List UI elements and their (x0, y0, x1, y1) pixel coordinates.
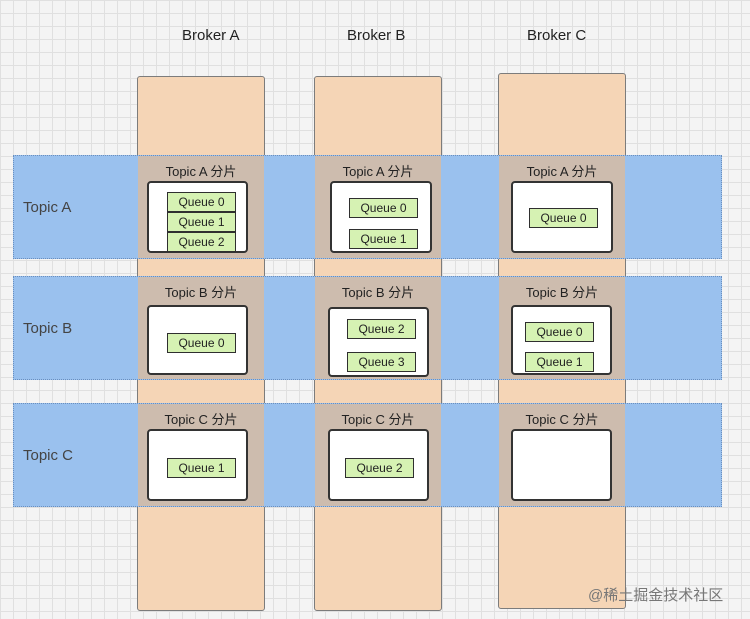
broker-a-topic-b-shard: Topic B 分片 Queue 0 (138, 277, 264, 379)
queue-item: Queue 0 (167, 333, 236, 353)
broker-a-topic-c-shard: Topic C 分片 Queue 1 (138, 404, 264, 506)
queue-item: Queue 1 (349, 229, 418, 249)
queue-container (511, 429, 612, 501)
broker-c-topic-b-shard: Topic B 分片 Queue 0 Queue 1 (499, 277, 625, 379)
broker-c-title: Broker C (527, 27, 587, 44)
queue-container: Queue 0 (147, 305, 248, 375)
queue-item: Queue 1 (167, 458, 236, 478)
shard-title: Topic C 分片 (341, 412, 415, 427)
queue-item: Queue 0 (529, 208, 598, 228)
shard-title: Topic A 分片 (165, 164, 237, 179)
shard-title: Topic B 分片 (525, 285, 599, 300)
shard-title: Topic A 分片 (342, 164, 414, 179)
broker-a-title: Broker A (182, 27, 240, 44)
queue-item: Queue 0 (525, 322, 594, 342)
queue-item: Queue 2 (347, 319, 416, 339)
topic-b-label: Topic B (23, 320, 73, 337)
broker-c-topic-c-shard: Topic C 分片 (499, 404, 625, 506)
topic-c-label: Topic C (23, 447, 74, 464)
queue-item: Queue 1 (525, 352, 594, 372)
watermark-text: @稀土掘金技术社区 (588, 587, 724, 604)
queue-item: Queue 0 (349, 198, 418, 218)
queue-item: Queue 2 (345, 458, 414, 478)
queue-item: Queue 1 (167, 212, 236, 232)
queue-container: Queue 2 Queue 3 (328, 307, 429, 377)
broker-b-topic-a-shard: Topic A 分片 Queue 0 Queue 1 (315, 156, 441, 258)
queue-container: Queue 0 Queue 1 Queue 2 (147, 181, 248, 253)
topic-a-label: Topic A (23, 199, 72, 216)
queue-container: Queue 1 (147, 429, 248, 501)
broker-b-title: Broker B (347, 27, 406, 44)
shard-title: Topic C 分片 (164, 412, 238, 427)
queue-container: Queue 0 Queue 1 (511, 305, 612, 375)
broker-b-topic-b-shard: Topic B 分片 Queue 2 Queue 3 (315, 277, 441, 379)
queue-container: Queue 2 (328, 429, 429, 501)
shard-title: Topic C 分片 (525, 412, 599, 427)
queue-container: Queue 0 Queue 1 (330, 181, 432, 253)
queue-item: Queue 2 (167, 232, 236, 252)
queue-item: Queue 3 (347, 352, 416, 372)
queue-container: Queue 0 (511, 181, 613, 253)
broker-b-topic-c-shard: Topic C 分片 Queue 2 (315, 404, 441, 506)
broker-a-topic-a-shard: Topic A 分片 Queue 0 Queue 1 Queue 2 (138, 156, 264, 258)
shard-title: Topic B 分片 (341, 285, 415, 300)
queue-item: Queue 0 (167, 192, 236, 212)
shard-title: Topic B 分片 (164, 285, 238, 300)
broker-c-topic-a-shard: Topic A 分片 Queue 0 (499, 156, 625, 258)
shard-title: Topic A 分片 (526, 164, 598, 179)
